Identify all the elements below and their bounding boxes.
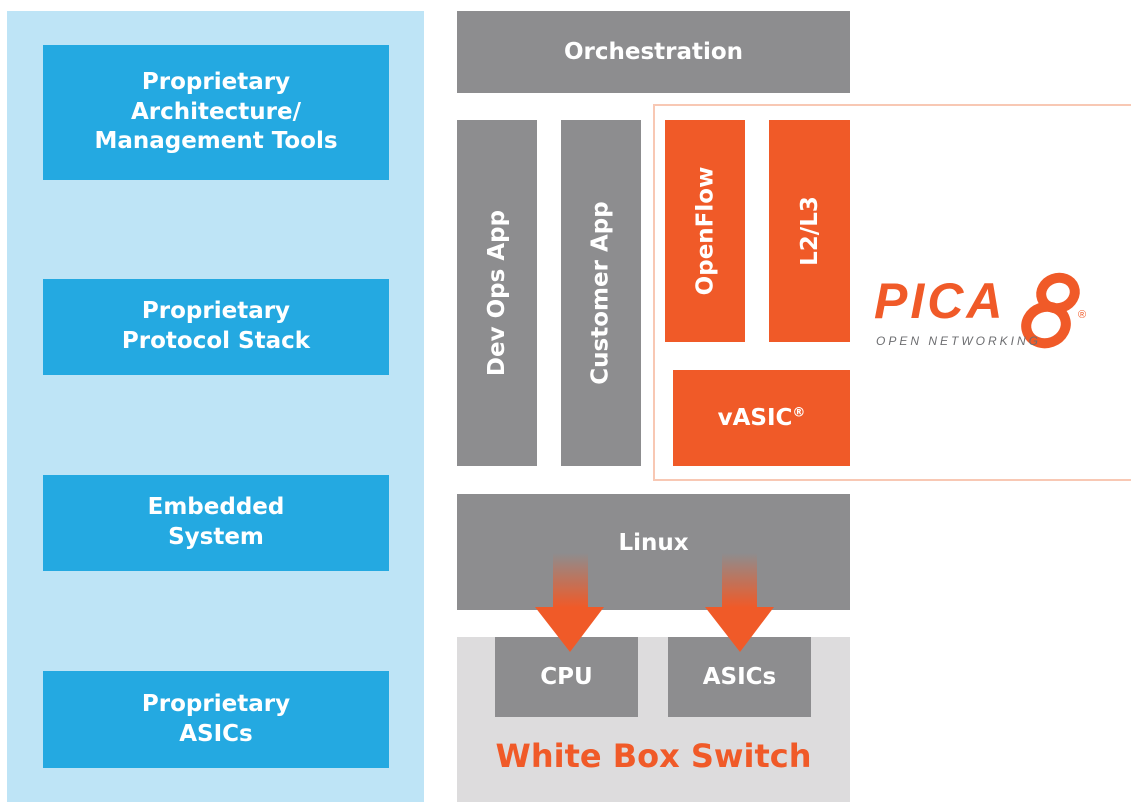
pica8-figure-eight-icon [1021, 272, 1080, 349]
openflow-box: OpenFlow [665, 120, 745, 342]
vasic-box: vASIC® [673, 370, 850, 466]
orchestration-box: Orchestration [457, 11, 850, 93]
pica8-tagline: OPEN NETWORKING [876, 334, 1041, 348]
pica8-logo: PICA OPEN NETWORKING ® [868, 268, 1100, 352]
proprietary-architecture-box: Proprietary Architecture/ Management Too… [43, 45, 389, 180]
asics-label: ASICs [702, 664, 777, 690]
l2-l3-box: L2/L3 [769, 120, 850, 342]
pica8-logo-graphic: PICA OPEN NETWORKING ® [874, 272, 1086, 349]
embedded-system-box: Embedded System [43, 475, 389, 571]
pica8-frame [653, 104, 1131, 481]
vasic-label: vASIC® [717, 405, 806, 431]
vasic-registered-mark: ® [792, 405, 806, 421]
cpu-box: CPU [495, 637, 638, 717]
proprietary-asics-box: Proprietary ASICs [43, 671, 389, 768]
customer-app-box: Customer App [561, 120, 641, 466]
proprietary-protocol-stack-box: Proprietary Protocol Stack [43, 279, 389, 375]
pica8-registered-mark: ® [1078, 309, 1086, 321]
linux-box: Linux [457, 494, 850, 610]
linux-label: Linux [618, 530, 689, 556]
linux-to-cpu-arrow-icon [535, 553, 604, 652]
cpu-label: CPU [540, 664, 593, 690]
devops-app-box: Dev Ops App [457, 120, 537, 466]
white-box-switch-label: White Box Switch [495, 737, 812, 775]
pica8-wordmark: PICA [874, 273, 1005, 329]
linux-to-asics-arrow-icon [705, 553, 774, 652]
orchestration-label: Orchestration [563, 39, 744, 65]
